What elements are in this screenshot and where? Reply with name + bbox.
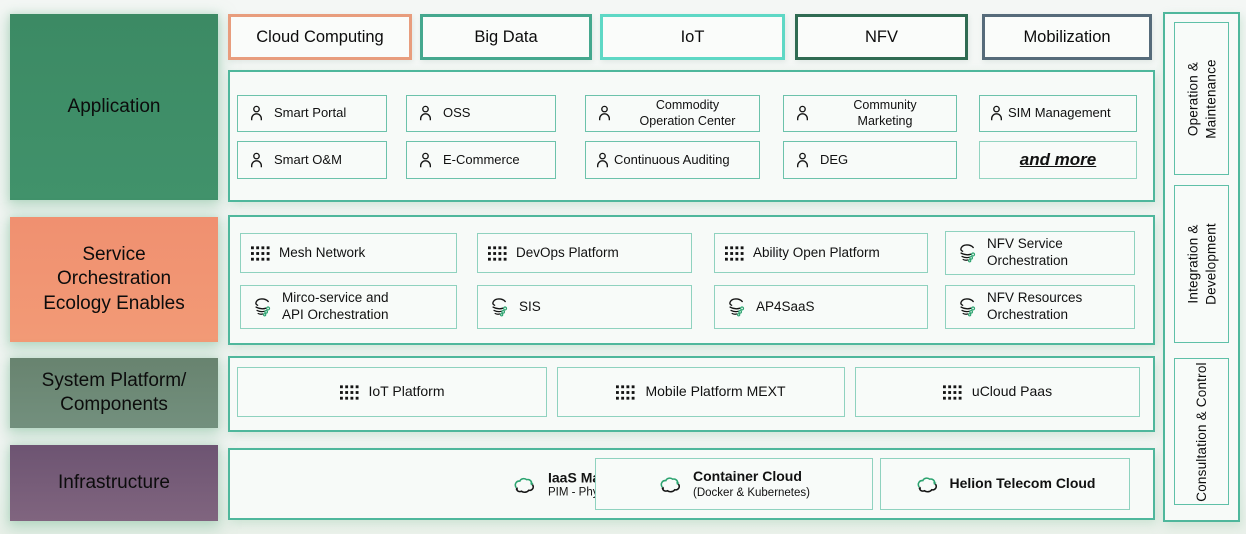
app-item-e-commerce: E-Commerce: [406, 141, 556, 179]
grid-icon: [725, 245, 744, 261]
sidebar-item-consultation-control: Consultation & Control: [1174, 358, 1229, 505]
svc-item-devops-platform: DevOps Platform: [477, 233, 692, 273]
grid-icon: [251, 245, 270, 261]
app-item-continuous-auditing: Continuous Auditing: [585, 141, 760, 179]
application-panel: [228, 70, 1155, 202]
inf-item-helion-telecom-cloud: Helion Telecom Cloud: [880, 458, 1130, 510]
tab-big-data: Big Data: [420, 14, 592, 60]
person-icon: [796, 152, 809, 167]
orchestration-icon: [492, 298, 508, 317]
row-label-service-orchestration: Service Orchestration Ecology Enables: [10, 217, 218, 342]
person-icon: [598, 105, 611, 121]
sys-item-mobile-platform-mext: Mobile Platform MEXT: [557, 367, 845, 417]
row-label-system-platform: System Platform/ Components: [10, 358, 218, 428]
tab-nfv: NFV: [795, 14, 968, 60]
app-item-oss: OSS: [406, 95, 556, 132]
app-item-sim-management: SIM Management: [979, 95, 1137, 132]
sys-item-ucloud-paas: uCloud Paas: [855, 367, 1140, 417]
person-icon: [596, 152, 609, 167]
svc-item-sis: SIS: [477, 285, 692, 329]
orchestration-icon: [729, 298, 745, 317]
svc-item-ability-open-platform: Ability Open Platform: [714, 233, 928, 273]
app-item-commodity-operation-center: Commodity Operation Center: [585, 95, 760, 132]
app-item-community-marketing: Community Marketing: [783, 95, 957, 132]
person-icon: [419, 105, 432, 121]
grid-icon: [339, 384, 359, 400]
svc-item-nfv-service-orchestration: NFV Service Orchestration: [945, 231, 1135, 275]
cloud-sync-icon: [514, 477, 534, 493]
svc-item-ap4saas: AP4SaaS: [714, 285, 928, 329]
app-item-deg: DEG: [783, 141, 957, 179]
app-item-smart-oandm: Smart O&M: [237, 141, 387, 179]
tab-cloud-computing: Cloud Computing: [228, 14, 412, 60]
app-item-and-more: and more: [979, 141, 1137, 179]
cloud-sync-icon: [660, 477, 681, 493]
app-item-smart-portal: Smart Portal: [237, 95, 387, 132]
grid-icon: [942, 384, 962, 400]
cloud-sync-icon: [917, 477, 937, 493]
sys-item-iot-platform: IoT Platform: [237, 367, 547, 417]
svc-item-mesh-network: Mesh Network: [240, 233, 457, 273]
orchestration-icon: [255, 298, 271, 317]
tab-mobilization: Mobilization: [982, 14, 1152, 60]
svc-item-micro-service-api-orchestration: Mirco-service and API Orchestration: [240, 285, 457, 329]
tab-iot: IoT: [600, 14, 785, 60]
inf-item-container-cloud: Container Cloud (Docker & Kubernetes): [595, 458, 873, 510]
person-icon: [250, 152, 263, 167]
grid-icon: [616, 384, 635, 400]
sidebar-item-operation-maintenance: Operation & Maintenance: [1174, 22, 1229, 175]
person-icon: [796, 105, 809, 121]
orchestration-icon: [960, 298, 976, 317]
person-icon: [250, 105, 263, 121]
grid-icon: [488, 245, 507, 261]
orchestration-icon: [960, 244, 976, 263]
person-icon: [419, 152, 432, 167]
row-label-infrastructure: Infrastructure: [10, 445, 218, 521]
row-label-application: Application: [10, 14, 218, 200]
svc-item-nfv-resources-orchestration: NFV Resources Orchestration: [945, 285, 1135, 329]
person-icon: [990, 105, 1003, 121]
sidebar-item-integration-development: Integration & Development: [1174, 185, 1229, 343]
